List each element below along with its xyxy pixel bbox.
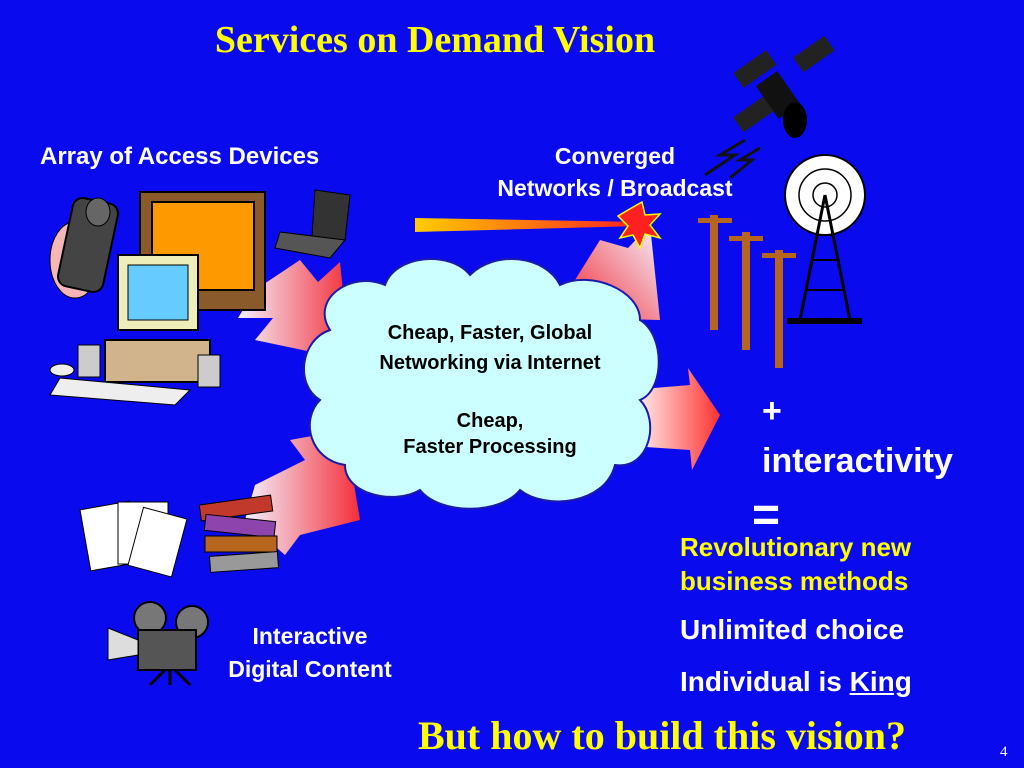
satellite-icon (704, 35, 835, 180)
digital-content-label: Interactive Digital Content (205, 620, 415, 686)
mobile-phone-icon (49, 197, 119, 299)
individual-prefix: Individual is (680, 666, 850, 697)
internet-cloud (303, 258, 660, 510)
laptop-icon (274, 189, 351, 259)
cloud-line3: Cheap, (456, 410, 524, 432)
networks-label-line1: Converged (554, 143, 676, 169)
revolutionary-text: Revolutionary new business methods (680, 530, 911, 598)
radio-tower-icon (784, 154, 866, 324)
content-line2: Digital Content (228, 656, 392, 682)
sheet-music-icon (79, 500, 188, 578)
slide-title: Services on Demand Vision (214, 19, 656, 61)
revolutionary-line1: Revolutionary new (680, 532, 912, 562)
equals-sign: = (752, 489, 781, 542)
bottom-question: But how to build this vision? (418, 713, 906, 758)
networks-label: Converged Networks / Broadcast (455, 140, 775, 204)
networks-label-line2: Networks / Broadcast (497, 175, 733, 201)
arrow-cloud-to-result (630, 368, 720, 470)
cloud-processing-text: Cheap, Faster Processing (335, 408, 645, 460)
cloud-line1: Cheap, Faster, Global (387, 322, 593, 344)
plus-sign: + (762, 392, 782, 430)
king-word: King (849, 666, 912, 697)
cloud-line2: Networking via Internet (379, 352, 601, 374)
utility-poles-icon (698, 215, 796, 368)
books-icon (198, 494, 280, 573)
signal-beam (415, 200, 662, 250)
content-line1: Interactive (252, 623, 368, 649)
page-number: 4 (1000, 744, 1008, 760)
access-devices-label: Array of Access Devices (40, 143, 320, 170)
unlimited-choice-text: Unlimited choice (680, 614, 905, 645)
desktop-computer-icon (49, 254, 221, 406)
revolutionary-line2: business methods (680, 566, 909, 596)
cloud-line4: Faster Processing (403, 436, 577, 458)
interactivity-label: interactivity (762, 442, 953, 480)
movie-camera-icon (107, 601, 209, 687)
cloud-networking-text: Cheap, Faster, Global Networking via Int… (335, 318, 645, 378)
individual-king-text: Individual is King (680, 666, 912, 698)
